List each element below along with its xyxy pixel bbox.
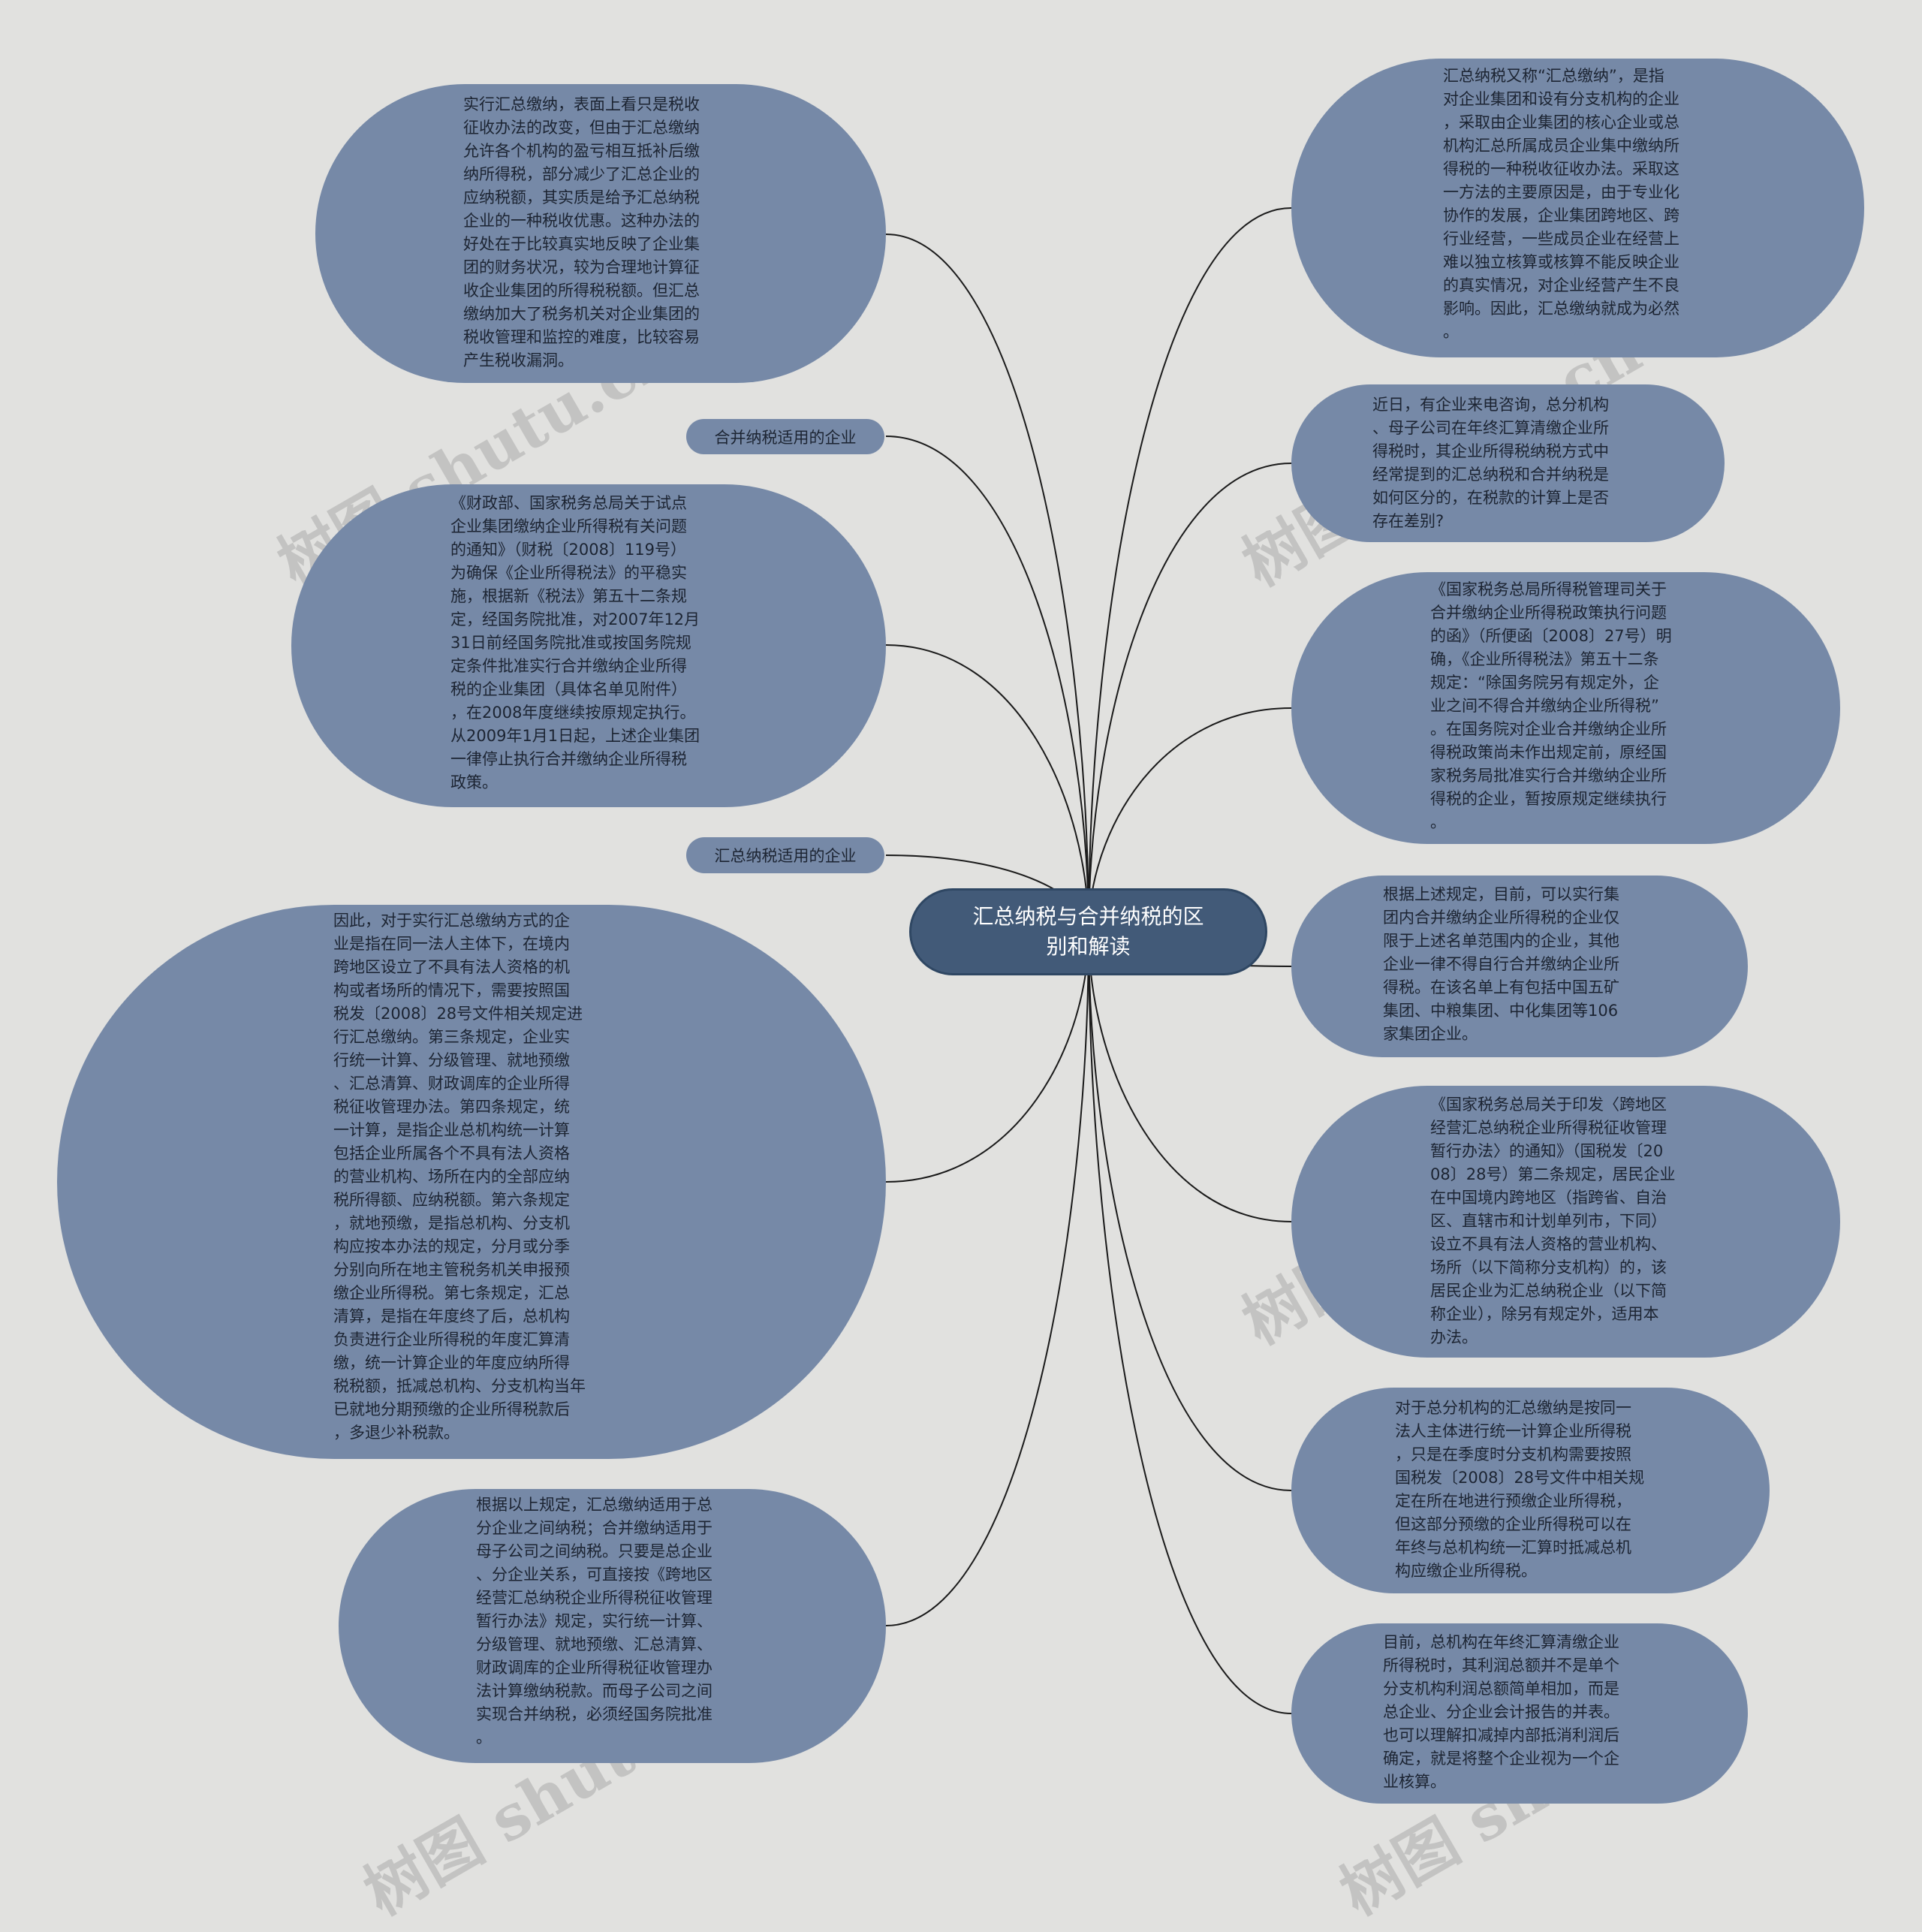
label-merge-applicable[interactable]: 合并纳税适用的企业 — [686, 419, 884, 454]
link-left-1 — [885, 234, 1089, 933]
link-right-1 — [1088, 207, 1292, 933]
right-node-profit-total[interactable]: 目前，总机构在年终汇算清缴企业 所得税时，其利润总额并不是单个 分支机构利润总额… — [1291, 1623, 1748, 1804]
left-node-notice-119[interactable]: 《财政部、国家税务总局关于试点 企业集团缴纳企业所得税有关问题 的通知》（财税〔… — [291, 484, 886, 807]
link-left-5 — [885, 931, 1089, 1183]
mind-map-canvas: 树图 shutu.cn 树图 shutu.cn 树图 shutu.cn 树图 s… — [57, 59, 1864, 1930]
link-right-6 — [1088, 931, 1292, 1491]
label-summary-applicable[interactable]: 汇总纳税适用的企业 — [686, 837, 884, 873]
right-node-summary-definition[interactable]: 汇总纳税又称“汇总缴纳”，是指 对企业集团和设有分支机构的企业 ，采取由企业集团… — [1291, 59, 1864, 357]
link-left-6 — [885, 931, 1089, 1626]
left-node-conclusion[interactable]: 根据以上规定，汇总缴纳适用于总 分企业之间纳税；合并缴纳适用于 母子公司之间纳税… — [339, 1489, 886, 1763]
right-node-notice-28[interactable]: 《国家税务总局关于印发〈跨地区 经营汇总纳税企业所得税征收管理 暂行办法〉的通知… — [1291, 1086, 1840, 1358]
root-node-topic[interactable]: 汇总纳税与合并纳税的区 别和解读 — [909, 888, 1267, 975]
link-right-5 — [1088, 931, 1292, 1222]
left-node-tax-preference[interactable]: 实行汇总缴纳，表面上看只是税收 征收办法的改变，但由于汇总缴纳 允许各个机构的盈… — [315, 84, 886, 383]
link-right-2 — [1088, 463, 1292, 933]
link-left-2 — [885, 436, 1089, 933]
link-left-3 — [885, 644, 1089, 933]
right-node-inquiry[interactable]: 近日，有企业来电咨询，总分机构 、母子公司在年终汇算清缴企业所 得税时，其企业所… — [1291, 384, 1725, 542]
right-node-group-list[interactable]: 根据上述规定，目前，可以实行集 团内合并缴纳企业所得税的企业仅 限于上述名单范围… — [1291, 876, 1748, 1057]
left-node-summary-rules[interactable]: 因此，对于实行汇总缴纳方式的企 业是指在同一法人主体下，在境内 跨地区设立了不具… — [57, 905, 886, 1459]
link-right-7 — [1088, 931, 1292, 1714]
right-node-head-branch[interactable]: 对于总分机构的汇总缴纳是按同一 法人主体进行统一计算企业所得税 ，只是在季度时分… — [1291, 1388, 1770, 1593]
connector-lines — [885, 207, 1292, 1714]
right-node-letter-27[interactable]: 《国家税务总局所得税管理司关于 合并缴纳企业所得税政策执行问题 的函》（所便函〔… — [1291, 572, 1840, 844]
